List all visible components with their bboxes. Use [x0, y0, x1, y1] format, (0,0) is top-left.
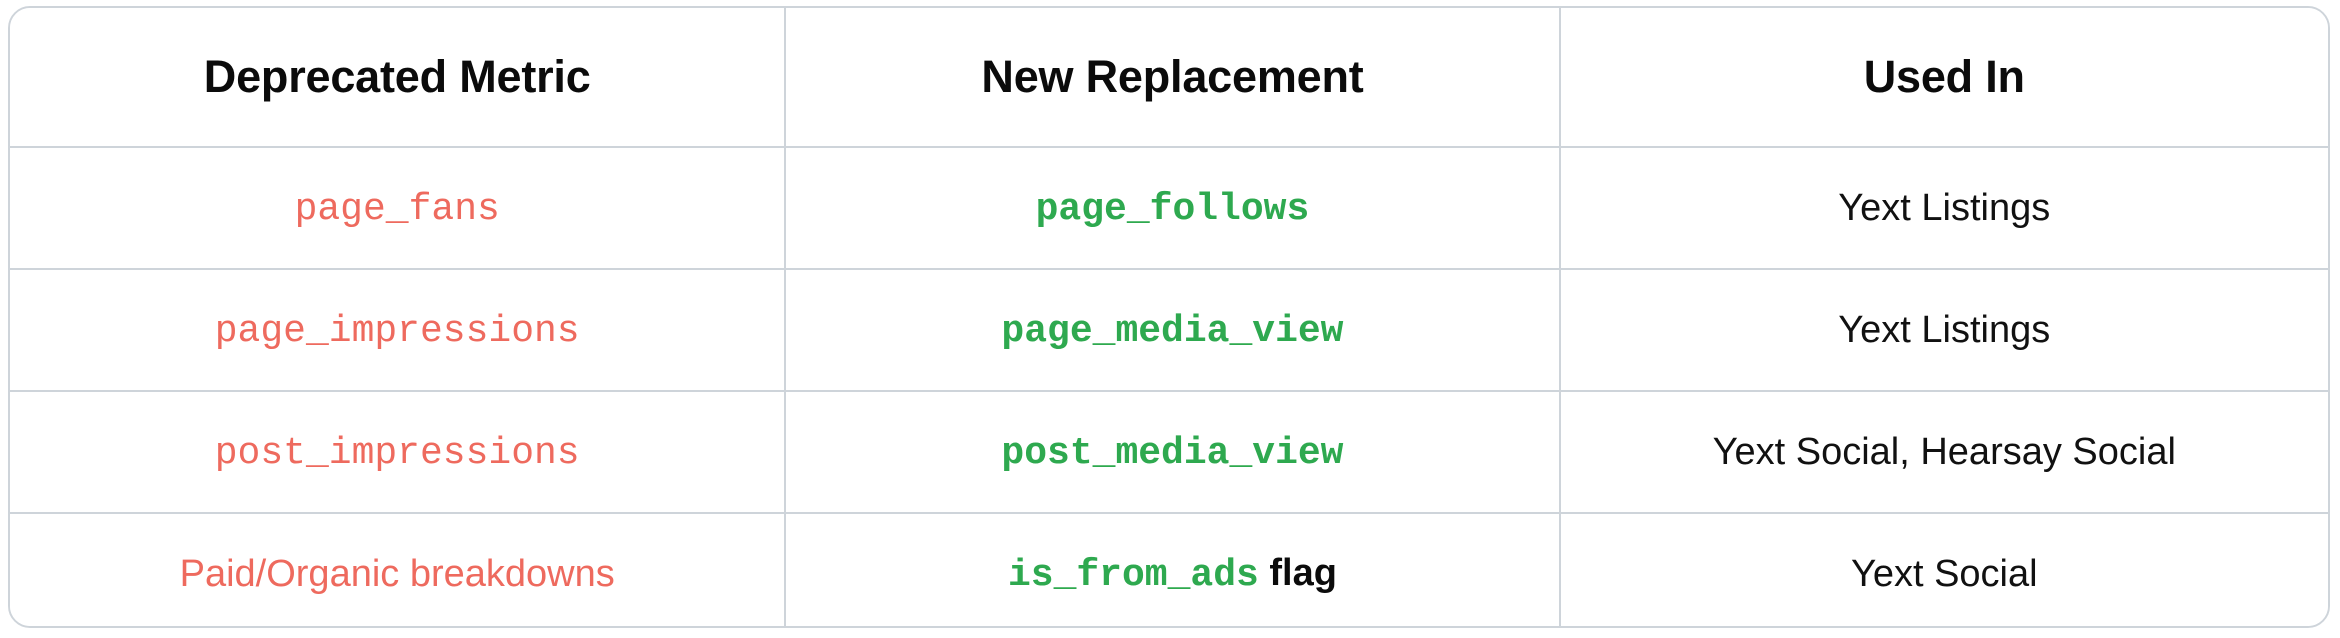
cell-deprecated-metric: page_impressions: [10, 269, 787, 392]
cell-new-replacement: is_from_ads flag: [785, 513, 1561, 626]
cell-deprecated-metric: page_fans: [10, 147, 787, 270]
cell-deprecated-metric: post_impressions: [10, 391, 787, 514]
table-header: Deprecated Metric New Replacement Used I…: [10, 8, 2328, 148]
used-in-value: Yext Social: [1850, 552, 2038, 595]
column-header-new-replacement: New Replacement: [785, 8, 1561, 148]
new-replacement-suffix: flag: [1258, 551, 1337, 594]
metric-mapping-table: Deprecated Metric New Replacement Used I…: [10, 8, 2328, 626]
new-replacement-value: page_follows: [1035, 187, 1310, 231]
cell-used-in: Yext Listings: [1559, 147, 2328, 270]
cell-new-replacement: page_follows: [785, 147, 1561, 270]
table-header-row: Deprecated Metric New Replacement Used I…: [10, 8, 2328, 148]
cell-new-replacement: page_media_view: [785, 269, 1561, 392]
new-replacement-value: page_media_view: [1001, 309, 1344, 353]
metric-mapping-table-container: Deprecated Metric New Replacement Used I…: [8, 6, 2330, 628]
cell-deprecated-metric: Paid/Organic breakdowns: [10, 513, 787, 626]
cell-used-in: Yext Social, Hearsay Social: [1559, 391, 2328, 514]
table-row: Paid/Organic breakdowns is_from_ads flag Y…: [10, 513, 2328, 626]
new-replacement-value: is_from_ads: [1007, 553, 1259, 597]
used-in-value: Yext Social, Hearsay Social: [1712, 430, 2176, 473]
table-row: page_impressions page_media_view Yext List…: [10, 269, 2328, 392]
deprecated-metric-value: page_impressions: [214, 309, 580, 353]
table-row: post_impressions post_media_view Yext Soci…: [10, 391, 2328, 514]
cell-used-in: Yext Social: [1559, 513, 2328, 626]
deprecated-metric-value: page_fans: [294, 187, 500, 231]
column-header-used-in: Used In: [1559, 8, 2328, 148]
new-replacement-value: post_media_view: [1001, 431, 1344, 475]
cell-used-in: Yext Listings: [1559, 269, 2328, 392]
column-header-deprecated-metric: Deprecated Metric: [10, 8, 787, 148]
deprecated-metric-value: Paid/Organic breakdowns: [179, 552, 615, 595]
used-in-value: Yext Listings: [1838, 186, 2051, 229]
cell-new-replacement: post_media_view: [785, 391, 1561, 514]
deprecated-metric-value: post_impressions: [214, 431, 580, 475]
used-in-value: Yext Listings: [1838, 308, 2051, 351]
table-row: page_fans page_follows Yext Listings: [10, 147, 2328, 270]
